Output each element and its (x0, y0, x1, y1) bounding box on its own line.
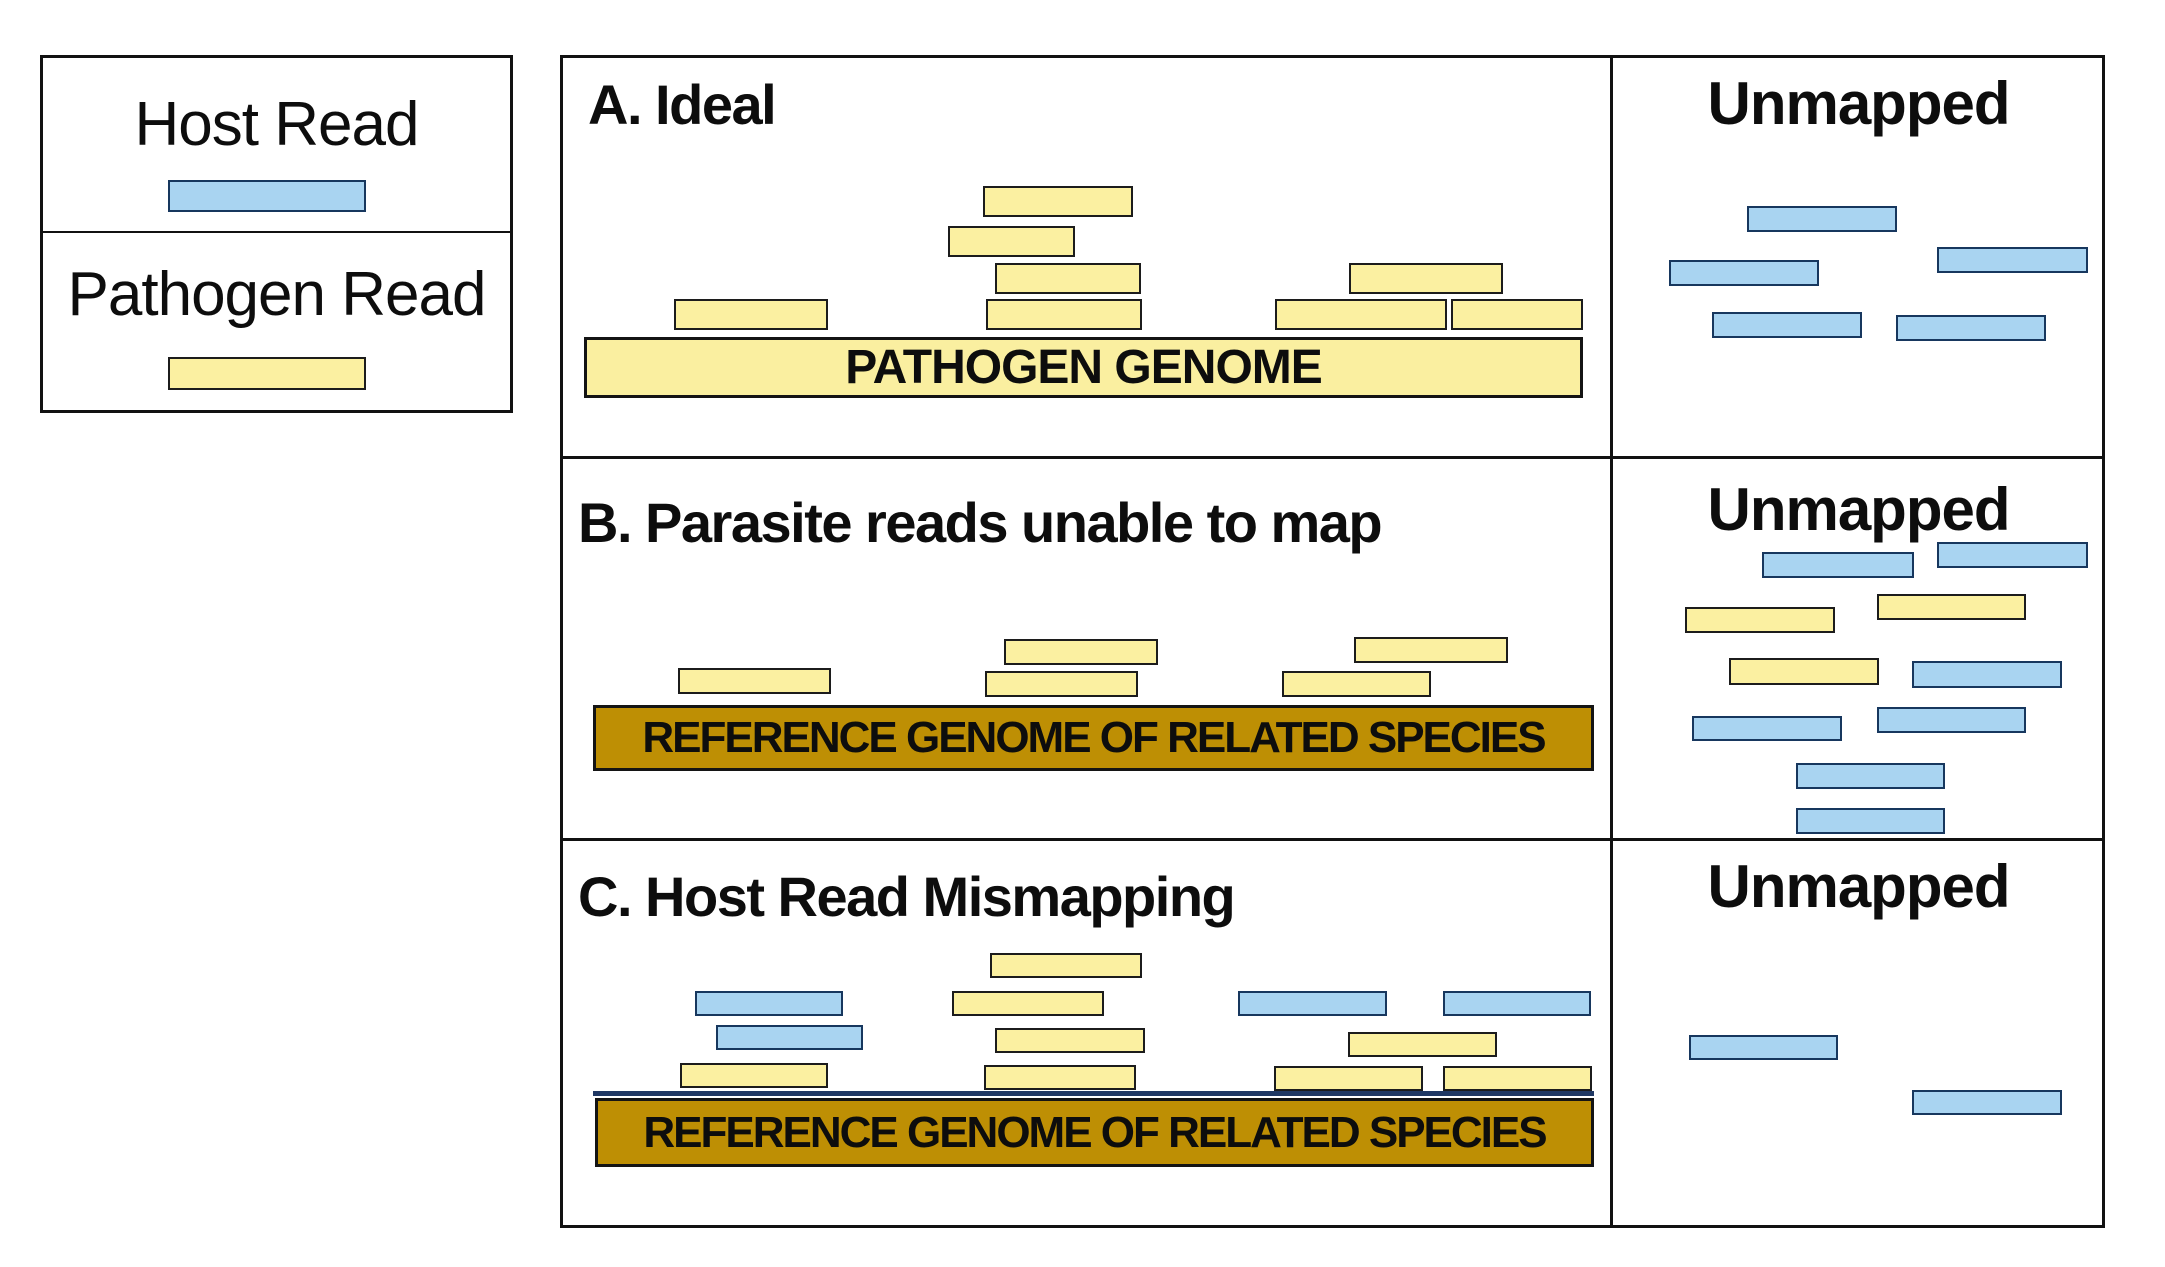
pathogen-read (1729, 658, 1879, 685)
pathogen-read (984, 1065, 1136, 1090)
genome-top-line (593, 1091, 1594, 1096)
host-read (1937, 247, 2088, 273)
pathogen-read (1451, 299, 1583, 330)
host-read (1896, 315, 2046, 341)
host-read (716, 1025, 863, 1050)
pathogen-read (1274, 1066, 1423, 1091)
pathogen-read (678, 668, 831, 694)
pathogen-read (986, 299, 1142, 330)
unmapped-title-b: Unmapped (1707, 476, 2010, 543)
pathogen-genome-label: PATHOGEN GENOME (845, 341, 1323, 394)
pathogen-read-swatch (168, 357, 366, 390)
host-read-swatch (168, 180, 366, 212)
host-read (1912, 661, 2062, 688)
host-read (1877, 707, 2026, 733)
unmapped-title-a: Unmapped (1707, 70, 2010, 137)
host-read (1937, 542, 2088, 568)
pathogen-read (995, 1028, 1145, 1053)
pathogen-read (1282, 671, 1431, 697)
host-read (1796, 763, 1945, 789)
pathogen-genome-bar: PATHOGEN GENOME (584, 337, 1583, 398)
host-read (695, 991, 843, 1016)
pathogen-read (1348, 1032, 1497, 1057)
unmapped-title-c: Unmapped (1707, 853, 2010, 920)
pathogen-read (674, 299, 828, 330)
legend-box (40, 55, 513, 413)
panel-a-title: A. Ideal (588, 73, 777, 136)
reference-genome-bar-c: REFERENCE GENOME OF RELATED SPECIES (595, 1098, 1594, 1167)
pathogen-read (1443, 1066, 1592, 1091)
row-divider-ab (560, 456, 2105, 459)
pathogen-read (1877, 594, 2026, 620)
host-read (1712, 312, 1862, 338)
panel-c-title: C. Host Read Mismapping (578, 865, 1236, 928)
host-read (1443, 991, 1591, 1016)
legend-divider (40, 231, 513, 233)
pathogen-read (990, 953, 1142, 978)
pathogen-read (995, 263, 1141, 294)
pathogen-read (985, 671, 1138, 697)
row-divider-bc (560, 838, 2105, 841)
pathogen-read (952, 991, 1104, 1016)
reference-genome-label-c: REFERENCE GENOME OF RELATED SPECIES (643, 1107, 1547, 1157)
reference-genome-bar-b: REFERENCE GENOME OF RELATED SPECIES (593, 705, 1594, 771)
host-read (1762, 552, 1914, 578)
pathogen-read-label: Pathogen Read (67, 260, 487, 329)
column-divider (1610, 55, 1613, 1228)
host-read (1796, 808, 1945, 834)
host-read (1747, 206, 1897, 232)
pathogen-read (1349, 263, 1503, 294)
reference-genome-label-b: REFERENCE GENOME OF RELATED SPECIES (642, 713, 1546, 762)
host-read-label: Host Read (134, 90, 420, 159)
pathogen-read (1004, 639, 1158, 665)
pathogen-read (1685, 607, 1835, 633)
host-read (1692, 716, 1842, 741)
panel-b-title: B. Parasite reads unable to map (578, 491, 1383, 554)
pathogen-read (1275, 299, 1447, 330)
pathogen-read (983, 186, 1133, 217)
pathogen-read (948, 226, 1075, 257)
pathogen-read (1354, 637, 1508, 663)
host-read (1689, 1035, 1838, 1060)
host-read (1912, 1090, 2062, 1115)
host-read (1238, 991, 1387, 1016)
pathogen-read (680, 1063, 828, 1088)
host-read (1669, 260, 1819, 286)
